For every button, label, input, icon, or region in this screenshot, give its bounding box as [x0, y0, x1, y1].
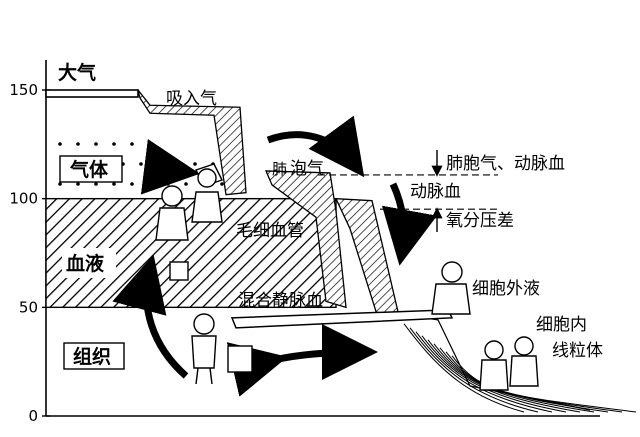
flow-arrow-to-arterial [381, 182, 438, 266]
figure-extracellular-worker [431, 261, 471, 315]
gas-dot [58, 142, 62, 146]
axis-ticks: 150 100 50 0 [9, 81, 50, 425]
gas-dot [130, 182, 134, 186]
flow-arrow-return [112, 254, 189, 379]
alveolar-cascade [265, 170, 347, 309]
capillary-label: 毛细血管 [236, 221, 304, 241]
gas-dot [139, 162, 143, 166]
figure-tissue-worker [191, 313, 253, 385]
gas-dot [76, 142, 80, 146]
gas-dot [130, 142, 134, 146]
gas-dot [175, 162, 179, 166]
alveolar-arterial-label: 肺胞气、动脉血 [446, 154, 565, 174]
gas-dot [220, 182, 224, 186]
axis-tick-label: 0 [28, 407, 38, 425]
gas-dot [94, 142, 98, 146]
mitochondria-label: 线粒体 [552, 341, 603, 361]
inhaled-air-cascade [137, 89, 247, 196]
gas-dot [112, 142, 116, 146]
inhaled-air-label: 吸入气 [166, 89, 217, 109]
blood-region-label: 血液 [66, 252, 105, 275]
arterial-blood-label: 动脉血 [410, 182, 461, 202]
gas-dot [76, 182, 80, 186]
extracellular-fluid-label: 细胞外液 [472, 279, 540, 299]
tissue-slope-line [409, 327, 539, 413]
figure-capillary-worker [155, 163, 223, 281]
gas-dot [157, 162, 161, 166]
axis-tick-label: 50 [19, 298, 38, 316]
gas-label-box [59, 155, 123, 183]
figure-mitochondria-workers [479, 336, 539, 391]
gas-dot [184, 182, 188, 186]
tissue-region-label: 组织 [73, 345, 111, 368]
intracellular-label: 细胞内 [536, 315, 587, 335]
mixed-venous-shelf [230, 309, 454, 329]
tissue-slope-line [451, 355, 637, 413]
gas-dot [166, 182, 170, 186]
axis-tick-label: 150 [9, 81, 38, 99]
gas-region-label: 气体 [69, 158, 109, 181]
tissue-label-box [63, 342, 125, 370]
tissue-slope-line [421, 335, 567, 413]
atmosphere-ledge [45, 89, 139, 98]
axis-tick-label: 100 [9, 190, 38, 208]
mixed-venous-label: 混合静脉血 [238, 291, 323, 311]
tissue-slope-line [403, 323, 525, 413]
atmosphere-label: 大气 [58, 61, 96, 84]
gas-dot [148, 142, 152, 146]
gas-dot [94, 182, 98, 186]
gas-dot [58, 182, 62, 186]
flow-arrow-to-alveoli [266, 115, 365, 178]
flow-arrow-to-tissue [226, 324, 378, 397]
blood-label-box [62, 248, 116, 278]
alveolar-air-label: 泡气 [290, 159, 324, 179]
oxygen-gradient-label: 氧分压差 [446, 211, 514, 231]
tissue-slope-line [415, 331, 553, 413]
lung-label: 肺 [272, 160, 287, 178]
flow-arrow-uptake [140, 139, 200, 195]
gas-dot [193, 162, 197, 166]
gas-dot [112, 182, 116, 186]
